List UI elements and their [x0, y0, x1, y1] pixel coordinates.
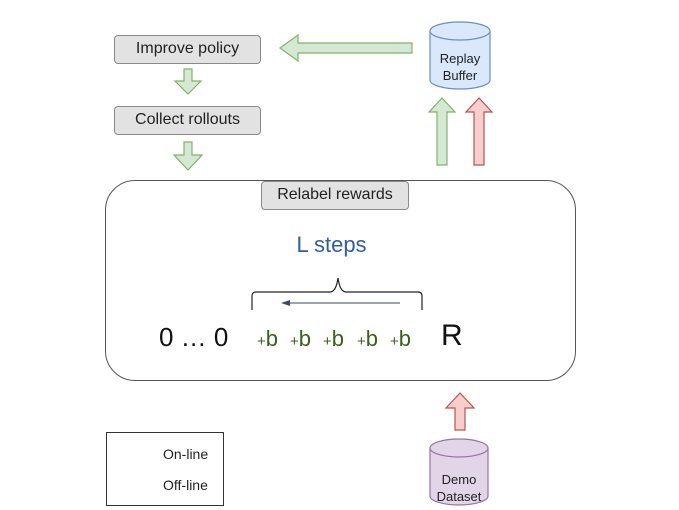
legend — [106, 432, 224, 506]
relabel-rewards-label: Relabel rewards — [277, 186, 393, 203]
relabel-frame — [105, 180, 576, 381]
relabel-to-buffer-offline-arrow — [464, 97, 494, 166]
demo-dataset-label: Demo Dataset — [436, 472, 482, 504]
improve-policy-box: Improve policy — [114, 35, 261, 64]
l-steps-label: L steps — [296, 232, 367, 257]
replay-buffer-cylinder — [429, 21, 491, 90]
relabel-rewards-box: Relabel rewards — [261, 181, 409, 210]
relabel-to-buffer-online-arrow — [427, 97, 457, 166]
improve-policy-label: Improve policy — [135, 40, 240, 57]
final-reward-label: R — [441, 319, 463, 352]
replay-buffer-label: Replay Buffer — [439, 51, 481, 83]
demo-to-relabel-arrow — [444, 392, 476, 431]
legend-online-label: On-line — [163, 446, 209, 462]
policy-to-rollouts-arrow — [173, 68, 203, 95]
bonus-term-2: +b — [290, 326, 312, 351]
steps-direction-arrow — [281, 300, 400, 306]
steps-brace — [251, 277, 423, 310]
rollouts-to-relabel-arrow — [172, 141, 204, 171]
demo-dataset-cylinder — [429, 438, 489, 506]
bonus-term-4: +b — [357, 326, 379, 351]
bonus-term-1: +b — [257, 326, 279, 351]
bonus-term-3: +b — [323, 326, 345, 351]
collect-rollouts-label: Collect rollouts — [135, 111, 240, 128]
legend-offline-label: Off-line — [163, 477, 208, 493]
collect-rollouts-box: Collect rollouts — [114, 106, 261, 135]
zero-rewards-text: 0 … 0 — [159, 322, 229, 352]
buffer-to-policy-arrow — [278, 33, 413, 63]
bonus-term-5: +b — [390, 326, 412, 351]
